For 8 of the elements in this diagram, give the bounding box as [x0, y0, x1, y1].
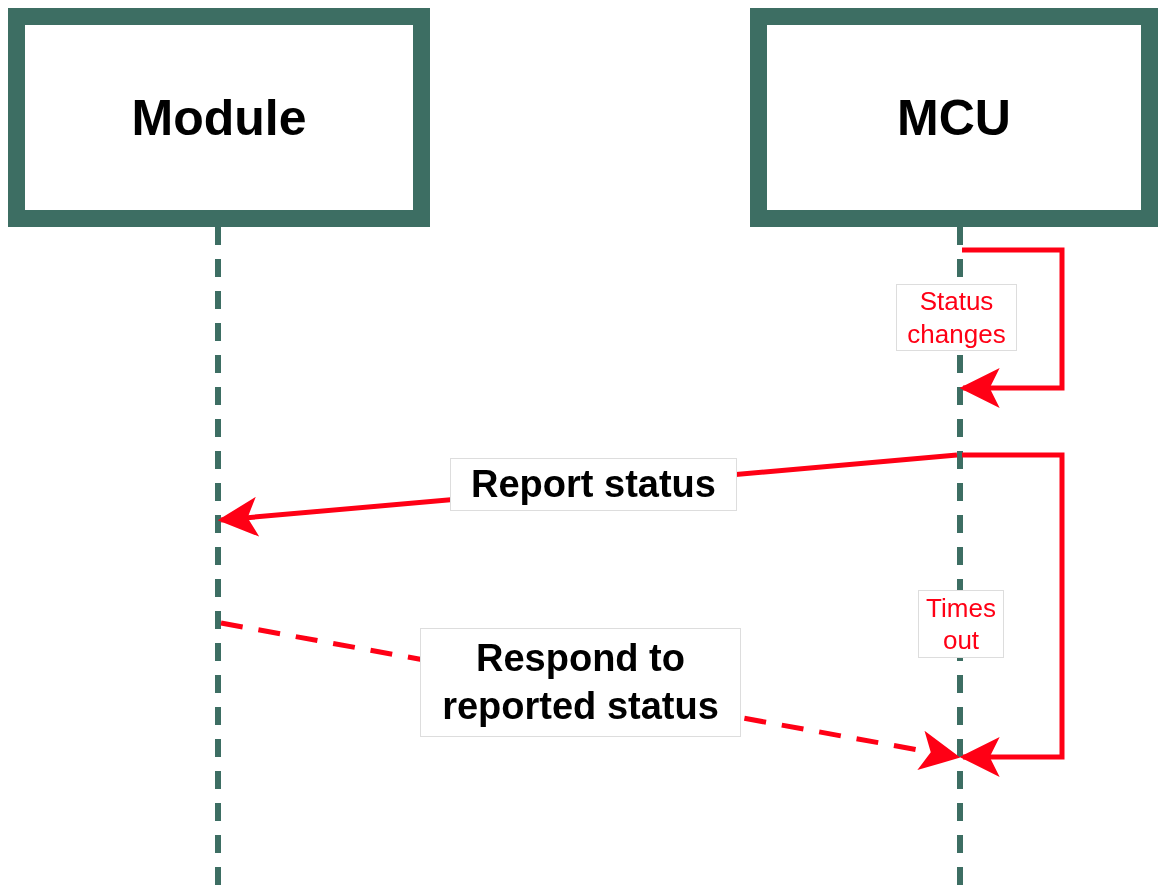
- participant-name: MCU: [897, 88, 1011, 147]
- edge-label: Status changes: [896, 284, 1017, 351]
- edge-label: Times out: [918, 590, 1004, 658]
- participant-name: Module: [131, 88, 307, 147]
- message-arrow: [959, 247, 1065, 408]
- message-arrow: [959, 452, 1065, 777]
- edge-label: Report status: [450, 458, 737, 511]
- edge-label: Respond to reported status: [420, 628, 741, 737]
